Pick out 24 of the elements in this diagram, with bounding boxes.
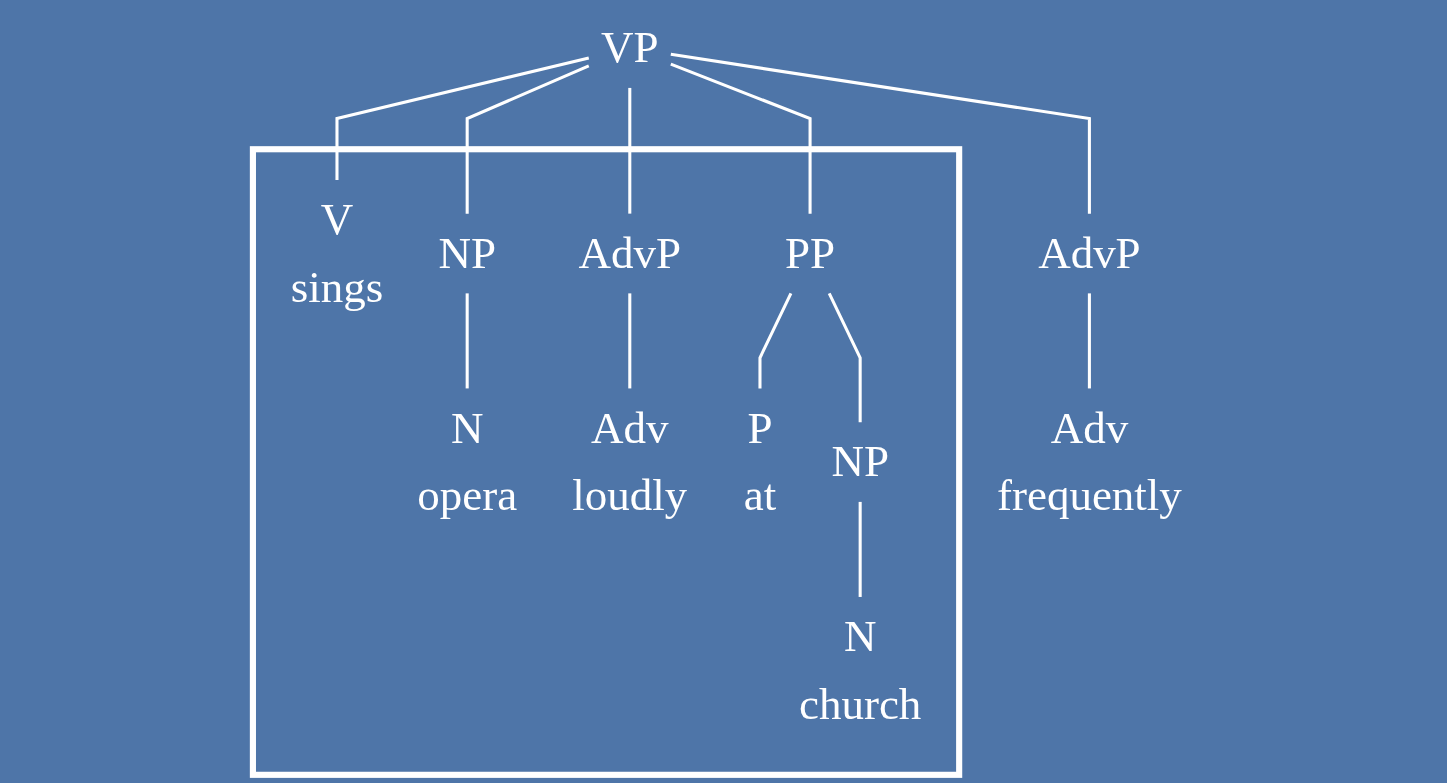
connector: [1087, 293, 1091, 389]
node-text: N church: [798, 611, 922, 729]
node-text: V sings: [290, 194, 384, 312]
cluster: [249, 146, 963, 778]
connector: [335, 56, 590, 180]
connector: [670, 62, 812, 214]
connector: [628, 293, 632, 389]
node-text: NP: [438, 227, 496, 279]
connector: [670, 52, 1091, 214]
node-text: N opera: [417, 402, 518, 521]
connector: [628, 87, 632, 214]
node-text: AdvP: [578, 227, 682, 279]
node-text: Adv loudly: [572, 402, 688, 521]
connector: [827, 292, 862, 423]
node-text: NP: [831, 436, 889, 487]
connector: [858, 501, 862, 597]
node-text: AdvP: [1038, 227, 1141, 279]
node-text: VP: [601, 22, 659, 73]
connector: [465, 293, 469, 389]
connector: [758, 292, 793, 389]
node-text: P at: [743, 402, 777, 521]
connector: [465, 64, 590, 214]
node-text: Adv frequently: [996, 402, 1182, 521]
node-text: PP: [785, 227, 836, 279]
